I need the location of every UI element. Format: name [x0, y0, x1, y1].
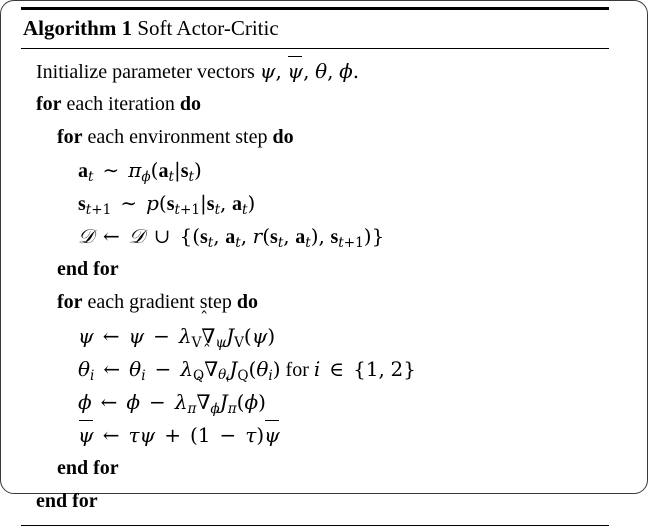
sample-next-state-math: st+1∼p(st+1|st,at): [78, 191, 256, 218]
keyword-for: for: [57, 126, 83, 148]
sample-action-math: at∼πϕ(at|st): [78, 158, 202, 185]
for-iteration-text: each iteration: [61, 92, 180, 115]
algorithm-line-end-for-env-step: end for: [21, 253, 609, 286]
algorithm-line-end-for-gradient-step: end for: [21, 452, 609, 485]
algorithm-number: Algorithm 1: [23, 16, 133, 40]
algorithm-name: Soft Actor-Critic: [132, 16, 279, 40]
keyword-do: do: [179, 92, 201, 115]
algorithm-line-for-gradient-step: for each gradient step do: [21, 286, 609, 319]
algorithm-line-end-for-iteration: end for: [21, 485, 609, 518]
algorithm-body: Initialize parameter vectors ψ,ψ,θ,ϕ. fo…: [21, 49, 609, 525]
keyword-for: for: [36, 92, 62, 115]
algorithm-line-for-env-step: for each environment step do: [21, 121, 609, 154]
keyword-for: for: [57, 291, 83, 314]
algorithm-line-update-target-psi: ψ←τψ+(1−τ)ψ: [21, 419, 609, 452]
algorithm-line-sample-next-state: st+1∼p(st+1|st,at): [21, 187, 609, 220]
update-theta-math: θi←θi−λQ̂∇θiJQ(θi): [78, 356, 281, 386]
update-psi-math: ψ←ψ−λV̂∇ψJV(ψ): [78, 323, 276, 351]
update-theta-range: for i∈{1,2}: [280, 356, 416, 381]
for-env-step-text: each environment step: [82, 126, 273, 148]
replay-buffer-math: 𝒟←𝒟∪{(st,at,r(st,at),st+1)}: [78, 224, 385, 252]
for-gradient-step-text: each gradient step: [82, 291, 237, 314]
title-separator-rule: [21, 47, 609, 49]
algorithm-line-replay-buffer-update: 𝒟←𝒟∪{(st,at,r(st,at),st+1)}: [21, 220, 609, 253]
update-phi-math: ϕ←ϕ−λπ̂∇ϕJπ(ϕ): [78, 389, 266, 417]
keyword-end-for: end for: [57, 258, 119, 281]
init-math: ψ,ψ,θ,ϕ.: [260, 56, 359, 83]
update-target-psi-math: ψ←τψ+(1−τ)ψ: [78, 420, 280, 447]
keyword-do: do: [272, 126, 294, 148]
algorithm-line-for-iteration: for each iteration do: [21, 88, 609, 121]
keyword-end-for: end for: [57, 456, 119, 479]
algorithm-title: Algorithm 1 Soft Actor-Critic: [21, 10, 609, 48]
top-rule: [21, 7, 609, 10]
algorithm-line-init: Initialize parameter vectors ψ,ψ,θ,ϕ.: [21, 55, 609, 88]
init-text: Initialize parameter vectors: [36, 60, 260, 83]
algorithm-line-update-phi: ϕ←ϕ−λπ̂∇ϕJπ(ϕ): [21, 386, 609, 419]
algorithm-figure: Algorithm 1 Soft Actor-Critic Initialize…: [21, 7, 609, 526]
keyword-end-for: end for: [36, 490, 98, 513]
algorithm-line-sample-action: at∼πϕ(at|st): [21, 154, 609, 187]
keyword-do: do: [236, 291, 259, 314]
algorithm-line-update-theta: θi←θi−λQ̂∇θiJQ(θi) for i∈{1,2}: [21, 353, 609, 386]
algorithm-line-update-psi: ψ←ψ−λV̂∇ψJV(ψ): [21, 320, 609, 353]
